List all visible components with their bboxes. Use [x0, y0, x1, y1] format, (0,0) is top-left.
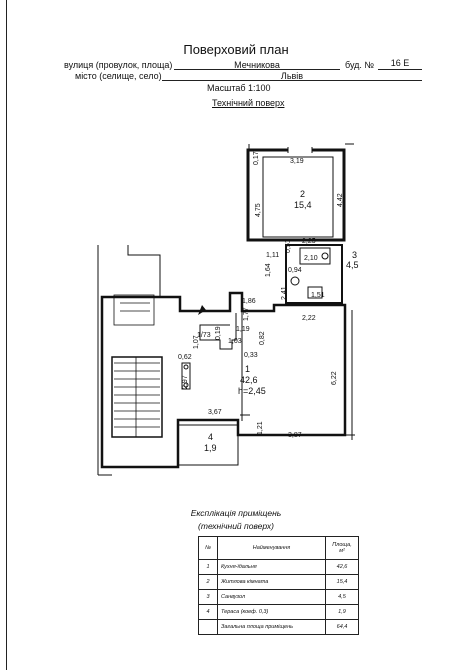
- dim-label: 1,86: [242, 298, 256, 305]
- street-underline: [174, 69, 340, 70]
- building-underline: [378, 69, 422, 70]
- dim-label: 3,19: [290, 158, 304, 165]
- dim-label: 1,21: [257, 421, 264, 435]
- row-area: 15,4: [325, 574, 359, 590]
- dim-label: 1,77: [243, 307, 250, 321]
- table-row: 4 Тераса (коеф. 0,3) 1,9: [198, 604, 359, 620]
- room-4-area: 1,9: [204, 443, 217, 453]
- room-3-area: 4,5: [346, 260, 359, 270]
- dim-label: 1,51: [311, 292, 325, 299]
- row-area: 42,6: [325, 559, 359, 575]
- dim-label: 1,19: [236, 326, 250, 333]
- building-value: 16 Е: [390, 58, 410, 68]
- dim-label: 4,75: [255, 203, 262, 217]
- scale-text: Масштаб 1:100: [207, 83, 271, 93]
- dim-label: 2,41: [281, 286, 288, 300]
- header-number: №: [198, 536, 218, 560]
- total-value: 64,4: [325, 619, 359, 635]
- row-number: 1: [198, 559, 218, 575]
- row-name: Санвузол: [217, 589, 326, 605]
- row-area: 4,5: [325, 589, 359, 605]
- room-2-area: 15,4: [294, 200, 312, 210]
- table-header-row: № Найменування Площа, м²: [198, 536, 359, 560]
- city-value: Львів: [280, 71, 304, 81]
- row-name: Житлова кімната: [217, 574, 326, 590]
- dim-label: 3,87: [288, 432, 302, 439]
- table-row: 2 Житлова кімната 15,4: [198, 574, 359, 590]
- dim-label: 0,51: [285, 239, 292, 253]
- row-area: 1,9: [325, 604, 359, 620]
- room-4-number: 4: [208, 432, 213, 442]
- dim-label: 0,17: [253, 151, 260, 165]
- explication-title: Експлікація приміщень: [190, 508, 282, 518]
- city-label: місто (селище, село): [75, 71, 162, 81]
- dim-label: 2,22: [302, 315, 316, 322]
- street-value: Мечникова: [234, 60, 280, 70]
- dim-label: 3,67: [208, 409, 222, 416]
- row-name: Кухня-їдальня: [217, 559, 326, 575]
- dim-label: 0,19: [215, 326, 222, 340]
- dim-label: 1,03: [228, 338, 242, 345]
- dim-label: 6,22: [331, 371, 338, 385]
- dim-label: 1,64: [265, 263, 272, 277]
- room-3-number: 3: [352, 250, 357, 260]
- total-empty-cell: [198, 619, 218, 635]
- dim-label: 0,62: [178, 354, 192, 361]
- row-name: Тераса (коеф. 0,3): [217, 604, 326, 620]
- row-number: 3: [198, 589, 218, 605]
- room-1-height: h=2,45: [238, 386, 266, 396]
- dim-label: 1/73: [197, 332, 211, 339]
- row-number: 2: [198, 574, 218, 590]
- header-name: Найменування: [217, 536, 326, 560]
- explication-subtitle: (технічний поверх): [198, 521, 274, 531]
- floor-name: Технічний поверх: [212, 98, 285, 108]
- room-1-area: 42,6: [240, 375, 258, 385]
- table-row: 1 Кухня-їдальня 42,6: [198, 559, 359, 575]
- dim-label: 0,33: [244, 352, 258, 359]
- dim-label: 2,25: [302, 238, 316, 245]
- total-label: Загальна площа приміщень: [217, 619, 326, 635]
- dim-label: 1,07: [193, 335, 200, 349]
- room-1-number: 1: [245, 364, 250, 374]
- row-number: 4: [198, 604, 218, 620]
- dim-label: 1,11: [266, 252, 279, 259]
- dim-label: 2,10: [304, 255, 318, 262]
- page-edge-line: [6, 0, 7, 670]
- table-total-row: Загальна площа приміщень 64,4: [198, 619, 359, 635]
- explication-table: № Найменування Площа, м² 1 Кухня-їдальня…: [198, 536, 359, 635]
- street-label: вулиця (провулок, площа): [64, 60, 173, 70]
- floor-plan-drawing: 2 15,4 3 4,5 1 42,6 h=2,45 4 1,9 3,19 0,…: [97, 143, 359, 476]
- city-underline: [162, 80, 422, 81]
- table-row: 3 Санвузол 4,5: [198, 589, 359, 605]
- room-2-number: 2: [300, 189, 305, 199]
- building-label: буд. №: [345, 60, 375, 70]
- header-area: Площа, м²: [325, 536, 359, 560]
- dim-label: 2,97: [182, 375, 189, 389]
- dim-label: 0,82: [259, 331, 266, 345]
- page-title: Поверховий план: [183, 42, 289, 57]
- dim-label: 4,42: [337, 193, 344, 207]
- dim-label: 0,94: [288, 267, 302, 274]
